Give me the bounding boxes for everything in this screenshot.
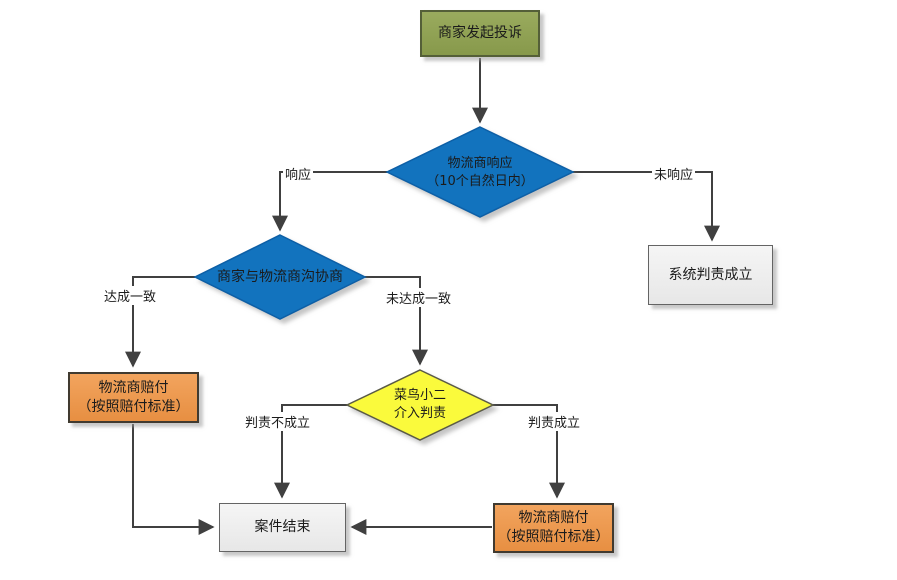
node-system-judgment: 系统判责成立: [648, 245, 773, 305]
edge-compensate-left-to-close: [132, 424, 215, 535]
edge-label-agreement: 达成一致: [102, 286, 159, 305]
node-compensate-left: 物流商赔付 （按照赔付标准）: [68, 372, 199, 423]
edge-judgment-established: [493, 404, 565, 499]
decision-cainiao-judge-shape: [345, 369, 495, 441]
edge-label-judgment-not-established: 判责不成立: [243, 412, 313, 431]
node-compensate-right: 物流商赔付 （按照赔付标准）: [493, 503, 614, 553]
node-system-judgment-label: 系统判责成立: [668, 266, 753, 283]
decision-negotiate-shape: [193, 234, 367, 320]
node-case-closed-label: 案件结束: [254, 519, 311, 536]
decision-logistics-response-shape: [385, 126, 575, 218]
node-compensate-right-label: 物流商赔付 （按照赔付标准）: [497, 510, 610, 545]
node-compensate-left-label: 物流商赔付 （按照赔付标准）: [77, 379, 190, 415]
node-start-label: 商家发起投诉: [438, 25, 522, 42]
edge-responded: [272, 171, 387, 232]
edge-not-responded: [573, 171, 720, 242]
node-start: 商家发起投诉: [420, 10, 540, 57]
edge-label-judgment-established: 判责成立: [526, 412, 583, 431]
node-case-closed: 案件结束: [219, 503, 346, 552]
edge-judgment-not-established: [274, 404, 347, 499]
edge-label-no-agreement: 未达成一致: [384, 288, 454, 307]
edge-agreement: [125, 276, 195, 368]
edge-label-not-responded: 未响应: [652, 164, 696, 183]
edge-label-responded: 响应: [283, 164, 314, 183]
edge-no-agreement: [365, 276, 428, 366]
